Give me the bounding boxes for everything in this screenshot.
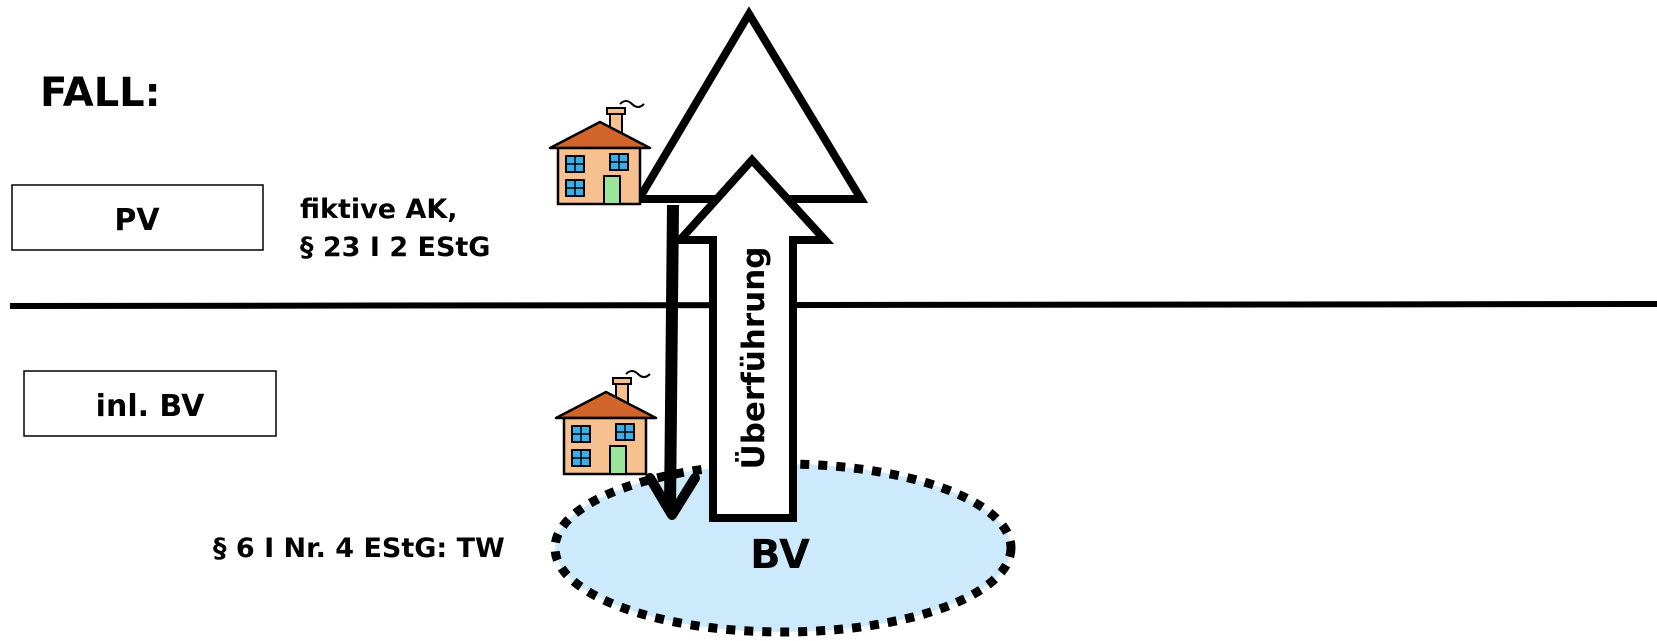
inl-bv-label: inl. BV xyxy=(96,389,205,424)
ueberfuehrung-arrow xyxy=(671,154,835,522)
downward-arrow xyxy=(645,204,700,520)
house-icon xyxy=(548,100,652,206)
fiktive-ak-note-line2: § 23 I 2 EStG xyxy=(300,232,490,263)
teilwert-note: § 6 I Nr. 4 EStG: TW xyxy=(213,533,505,564)
fiktive-ak-note-line1: fiktive AK, xyxy=(300,194,458,225)
divider-line xyxy=(9,301,1657,309)
pv-label: PV xyxy=(114,203,160,238)
heading: FALL: xyxy=(40,70,161,116)
inl-bv-box: inl. BV xyxy=(23,370,277,437)
pv-box: PV xyxy=(11,184,264,251)
house-icon xyxy=(554,370,658,476)
ueberfuehrung-label: Überführung xyxy=(735,247,772,470)
bv-ellipse-label: BV xyxy=(750,532,810,578)
